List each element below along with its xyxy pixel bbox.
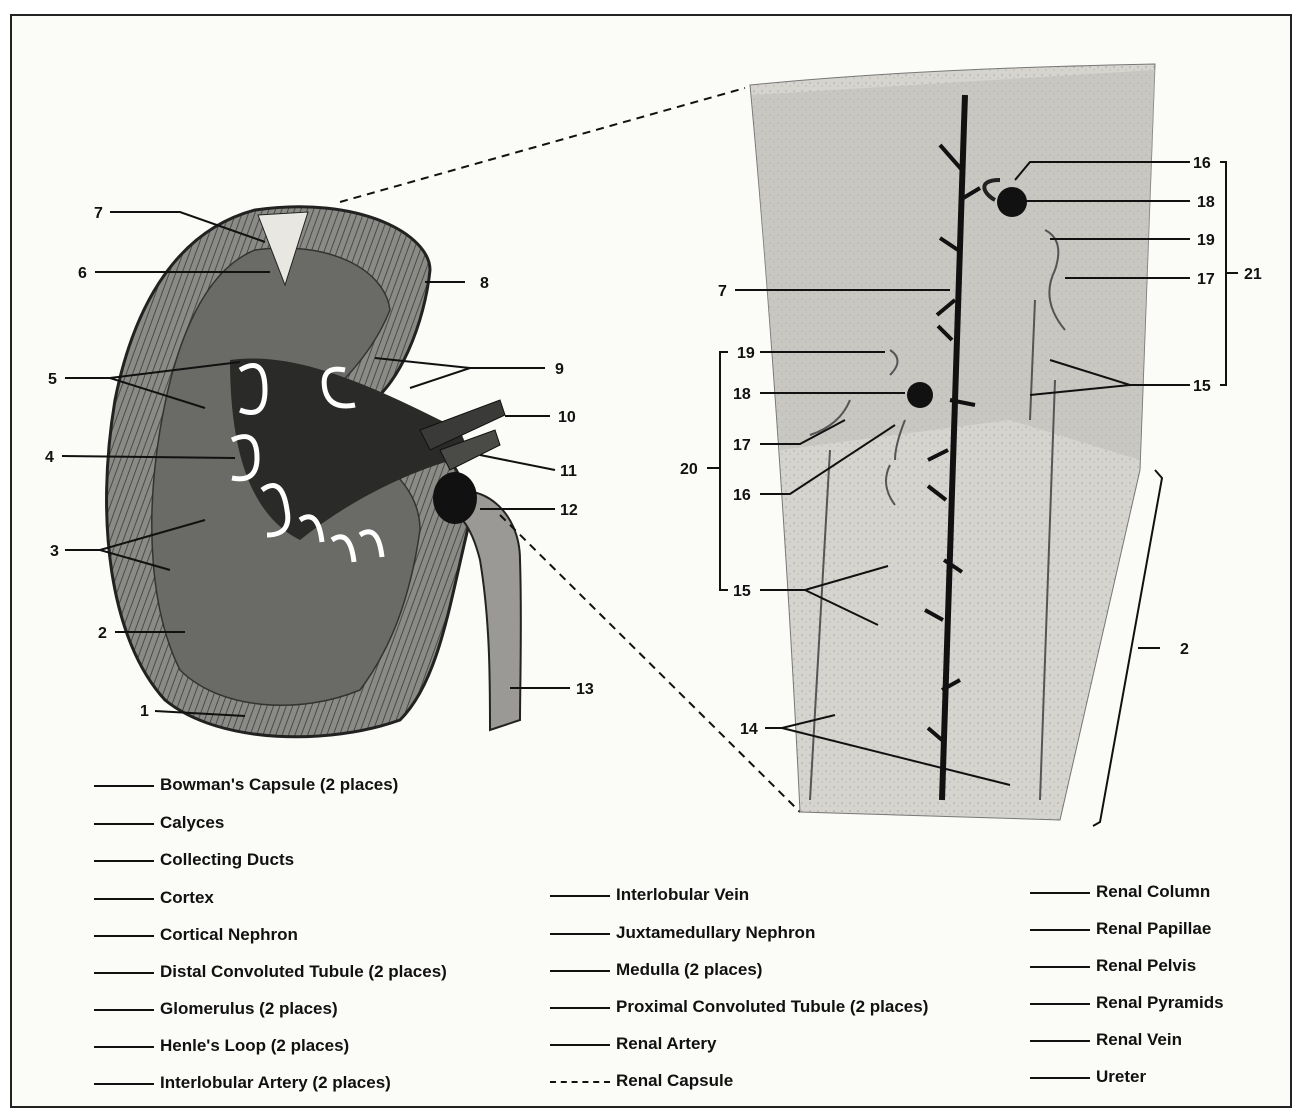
answer-blank[interactable] bbox=[94, 860, 154, 862]
callout-18a: 18 bbox=[1197, 194, 1215, 211]
answer-blank[interactable] bbox=[94, 1009, 154, 1011]
callout-11: 11 bbox=[560, 463, 577, 480]
key-item: Calyces bbox=[94, 813, 224, 833]
callout-6: 6 bbox=[78, 265, 87, 282]
key-label: Renal Column bbox=[1096, 882, 1210, 901]
key-item: Renal Vein bbox=[1030, 1030, 1182, 1050]
answer-blank[interactable] bbox=[550, 1007, 610, 1009]
callout-5: 5 bbox=[48, 371, 57, 388]
key-label: Glomerulus (2 places) bbox=[160, 999, 338, 1018]
key-label: Bowman's Capsule (2 places) bbox=[160, 775, 398, 794]
callout-14: 14 bbox=[740, 721, 758, 738]
answer-blank[interactable] bbox=[1030, 892, 1090, 894]
callout-2b: 2 bbox=[1180, 641, 1189, 658]
callout-19b: 19 bbox=[737, 345, 755, 362]
callout-21: 21 bbox=[1244, 266, 1262, 283]
key-item: Renal Artery bbox=[550, 1034, 716, 1054]
kidney-section-illustration bbox=[107, 207, 521, 737]
callout-19a: 19 bbox=[1197, 232, 1215, 249]
answer-blank[interactable] bbox=[550, 970, 610, 972]
callout-1: 1 bbox=[140, 703, 149, 720]
key-item: Renal Pelvis bbox=[1030, 956, 1196, 976]
key-item: Renal Pyramids bbox=[1030, 993, 1224, 1013]
key-item: Henle's Loop (2 places) bbox=[94, 1036, 349, 1056]
key-label: Renal Vein bbox=[1096, 1030, 1182, 1049]
answer-blank[interactable] bbox=[550, 933, 610, 935]
key-item: Renal Capsule bbox=[550, 1071, 733, 1091]
key-label: Renal Pyramids bbox=[1096, 993, 1224, 1012]
callout-7: 7 bbox=[94, 205, 103, 222]
pelvis-dark-outlet bbox=[433, 472, 477, 524]
key-item: Medulla (2 places) bbox=[550, 960, 762, 980]
answer-blank[interactable] bbox=[1030, 1003, 1090, 1005]
answer-blank[interactable] bbox=[94, 785, 154, 787]
key-item: Glomerulus (2 places) bbox=[94, 999, 338, 1019]
key-item: Ureter bbox=[1030, 1067, 1146, 1087]
callout-7b: 7 bbox=[718, 283, 727, 300]
key-item: Proximal Convoluted Tubule (2 places) bbox=[550, 997, 928, 1017]
key-label: Interlobular Vein bbox=[616, 885, 749, 904]
callout-13: 13 bbox=[576, 681, 594, 698]
key-item: Interlobular Artery (2 places) bbox=[94, 1073, 391, 1093]
key-item: Renal Papillae bbox=[1030, 919, 1211, 939]
key-item: Bowman's Capsule (2 places) bbox=[94, 775, 398, 795]
zoom-line-top bbox=[340, 88, 745, 202]
key-item: Cortex bbox=[94, 888, 214, 908]
magnified-wedge-illustration bbox=[750, 64, 1155, 820]
answer-blank[interactable] bbox=[94, 972, 154, 974]
key-label: Interlobular Artery (2 places) bbox=[160, 1073, 391, 1092]
glomerulus-lower bbox=[907, 382, 933, 408]
glomerulus-upper bbox=[997, 187, 1027, 217]
callout-12: 12 bbox=[560, 502, 578, 519]
callout-4: 4 bbox=[45, 449, 54, 466]
callout-2: 2 bbox=[98, 625, 107, 642]
answer-blank[interactable] bbox=[94, 823, 154, 825]
callout-20: 20 bbox=[680, 461, 698, 478]
key-label: Renal Pelvis bbox=[1096, 956, 1196, 975]
answer-blank[interactable] bbox=[94, 1083, 154, 1085]
callout-10: 10 bbox=[558, 409, 576, 426]
key-item: Juxtamedullary Nephron bbox=[550, 923, 815, 943]
zoom-line-bottom bbox=[500, 515, 800, 812]
answer-blank[interactable] bbox=[94, 1046, 154, 1048]
callout-9: 9 bbox=[555, 361, 564, 378]
answer-blank[interactable] bbox=[550, 1044, 610, 1046]
callout-17b: 17 bbox=[733, 437, 751, 454]
key-label: Cortex bbox=[160, 888, 214, 907]
callout-18b: 18 bbox=[733, 386, 751, 403]
key-item: Renal Column bbox=[1030, 882, 1210, 902]
callout-15b: 15 bbox=[1193, 378, 1211, 395]
key-label: Proximal Convoluted Tubule (2 places) bbox=[616, 997, 928, 1016]
answer-blank[interactable] bbox=[1030, 1040, 1090, 1042]
key-label: Medulla (2 places) bbox=[616, 960, 762, 979]
key-label: Cortical Nephron bbox=[160, 925, 298, 944]
key-item: Interlobular Vein bbox=[550, 885, 749, 905]
key-label: Renal Papillae bbox=[1096, 919, 1211, 938]
key-label: Renal Artery bbox=[616, 1034, 716, 1053]
answer-blank[interactable] bbox=[94, 898, 154, 900]
key-label: Henle's Loop (2 places) bbox=[160, 1036, 349, 1055]
callout-8: 8 bbox=[480, 275, 489, 292]
answer-blank[interactable] bbox=[550, 895, 610, 897]
key-label: Renal Capsule bbox=[616, 1071, 733, 1090]
callout-17a: 17 bbox=[1197, 271, 1215, 288]
key-label: Juxtamedullary Nephron bbox=[616, 923, 815, 942]
callout-3: 3 bbox=[50, 543, 59, 560]
answer-blank[interactable] bbox=[94, 935, 154, 937]
key-item: Distal Convoluted Tubule (2 places) bbox=[94, 962, 447, 982]
answer-blank[interactable] bbox=[1030, 929, 1090, 931]
key-label: Collecting Ducts bbox=[160, 850, 294, 869]
callout-16b: 16 bbox=[733, 487, 751, 504]
key-item: Cortical Nephron bbox=[94, 925, 298, 945]
answer-blank[interactable] bbox=[1030, 1077, 1090, 1079]
callout-16a: 16 bbox=[1193, 155, 1211, 172]
key-item: Collecting Ducts bbox=[94, 850, 294, 870]
answer-blank[interactable] bbox=[550, 1081, 610, 1083]
callout-15a: 15 bbox=[733, 583, 751, 600]
answer-blank[interactable] bbox=[1030, 966, 1090, 968]
key-label: Distal Convoluted Tubule (2 places) bbox=[160, 962, 447, 981]
key-label: Calyces bbox=[160, 813, 224, 832]
key-label: Ureter bbox=[1096, 1067, 1146, 1086]
